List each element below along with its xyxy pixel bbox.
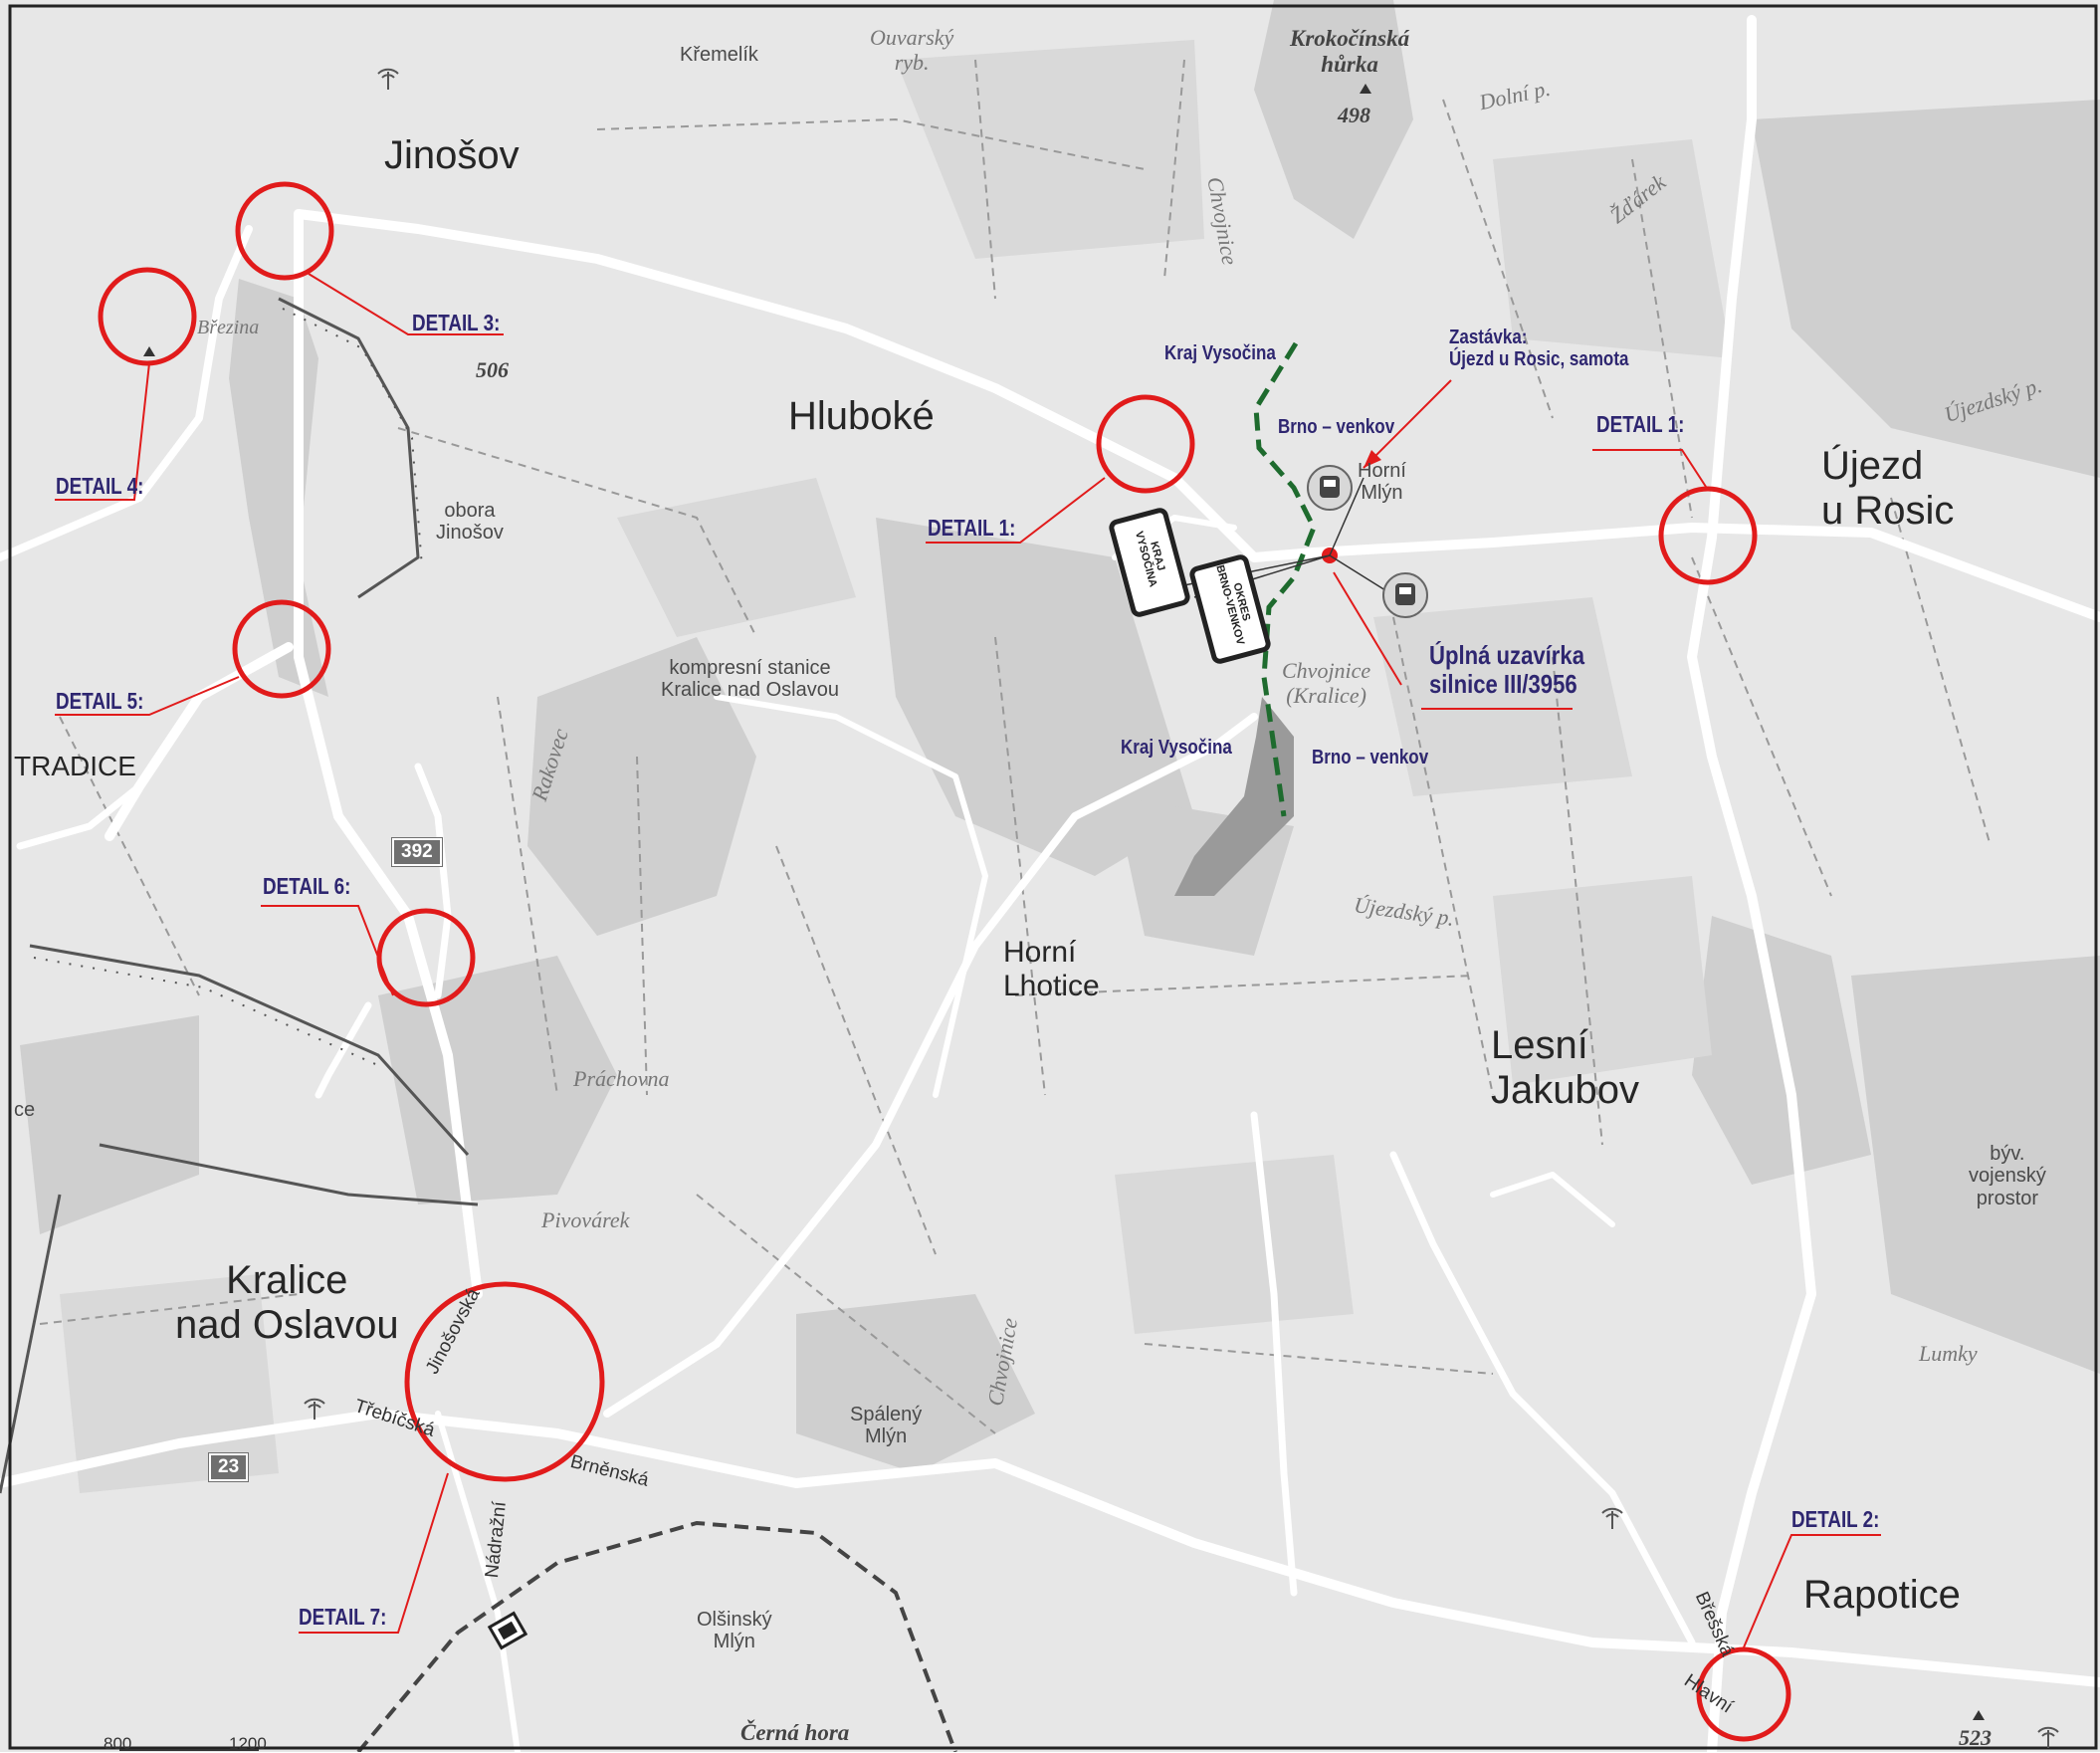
detail-1-left-circle[interactable]	[1096, 394, 1195, 494]
annotation-brno-venkov-bottom: Brno – venkov	[1312, 747, 1429, 768]
detail-5-circle[interactable]	[232, 599, 331, 699]
bus-stop-icon-2[interactable]	[1382, 572, 1428, 618]
place-kremelik: Křemelík	[680, 44, 758, 66]
detail-1-left-label[interactable]: DETAIL 1:	[928, 515, 1016, 541]
field-areas	[60, 40, 1732, 1493]
place-horni-mlyn: Horní Mlýn	[1358, 460, 1406, 505]
scale-1200: 1200	[229, 1734, 267, 1753]
railway	[356, 1520, 957, 1752]
field-paths	[39, 59, 1992, 1434]
detail-2-label[interactable]: DETAIL 2:	[1791, 1506, 1880, 1532]
annotation-uplna-uzavirka: Úplná uzavírka silnice III/3956	[1429, 640, 1584, 700]
roads	[0, 15, 2100, 1752]
town-tradice: TRADICE	[14, 751, 136, 781]
elevation-523: 523	[1959, 1725, 1992, 1750]
town-kralice: Kralice nad Oslavou	[175, 1258, 399, 1347]
annotation-zastavka: Zastávka: Újezd u Rosic, samota	[1449, 327, 1629, 371]
elevation-498: 498	[1338, 103, 1370, 127]
bus-stop-arrow	[1363, 379, 1452, 469]
place-byv-vojensky-prostor: býv. vojenský prostor	[1969, 1143, 2046, 1209]
railway-station-icon	[487, 1611, 528, 1650]
water-lumky: Lumky	[1919, 1341, 1978, 1366]
town-jinosov: Jinošov	[384, 133, 520, 177]
detail-3-label[interactable]: DETAIL 3:	[412, 310, 501, 335]
place-kompresni-stanice: kompresní stanice Kralice nad Oslavou	[661, 657, 839, 702]
detail-1-right-label[interactable]: DETAIL 1:	[1596, 411, 1685, 437]
water-chvojnice-kralice: Chvojnice (Kralice)	[1282, 658, 1371, 708]
elevation-506: 506	[476, 357, 509, 382]
road-number-392: 392	[391, 837, 443, 867]
sign-okres-brno	[1189, 554, 1271, 664]
water-ouvarsky-ryb: Ouvarský ryb.	[870, 25, 954, 75]
place-edge-fragment: ce	[14, 1099, 36, 1121]
town-lesni-jakubov: Lesní Jakubov	[1491, 1023, 1639, 1112]
water-pivovarek: Pivovárek	[541, 1207, 630, 1232]
hill-krokocinska-hurka: Krokočínská hůrka	[1290, 26, 1410, 77]
region-boundary	[1253, 341, 1317, 817]
detail-7-circle[interactable]	[404, 1281, 605, 1482]
scale-800: 800	[104, 1734, 132, 1753]
reservoir-shape	[1174, 697, 1294, 896]
detail-2-circle[interactable]	[1696, 1646, 1791, 1742]
road-number-23: 23	[207, 1452, 250, 1482]
town-rapotice: Rapotice	[1803, 1573, 1961, 1617]
annotation-kraj-vysocina-bottom: Kraj Vysočina	[1121, 737, 1232, 759]
peak-markers	[143, 84, 1985, 1720]
detail-5-label[interactable]: DETAIL 5:	[56, 688, 144, 714]
town-ujezd: Újezd u Rosic	[1821, 444, 1955, 533]
town-horni-lhotice: Horní Lhotice	[1003, 936, 1100, 1002]
water-prachovna: Práchovna	[573, 1066, 670, 1091]
annotation-kraj-vysocina-top: Kraj Vysočina	[1164, 342, 1276, 364]
detail-leaders	[55, 273, 1881, 1648]
detail-6-label[interactable]: DETAIL 6:	[263, 873, 351, 899]
place-obora-jinosov: obora Jinošov	[436, 500, 504, 545]
detail-7-label[interactable]: DETAIL 7:	[299, 1604, 387, 1630]
bus-stop-icon[interactable]	[1307, 465, 1353, 511]
town-hluboke: Hluboké	[788, 394, 935, 438]
detail-4-circle[interactable]	[98, 267, 197, 366]
place-spaleny-mlyn: Spálený Mlýn	[850, 1404, 923, 1448]
place-olsinsky-mlyn: Olšinský Mlýn	[697, 1609, 772, 1653]
hill-cerna-hora: Černá hora	[740, 1720, 850, 1745]
water-brezina: Březina	[197, 317, 260, 338]
sign-kraj-vysocina	[1109, 508, 1190, 617]
annotation-brno-venkov-top: Brno – venkov	[1278, 416, 1395, 438]
detail-3-circle[interactable]	[235, 181, 334, 281]
radio-tower-icons	[304, 68, 2059, 1748]
detail-4-label[interactable]: DETAIL 4:	[56, 473, 144, 499]
